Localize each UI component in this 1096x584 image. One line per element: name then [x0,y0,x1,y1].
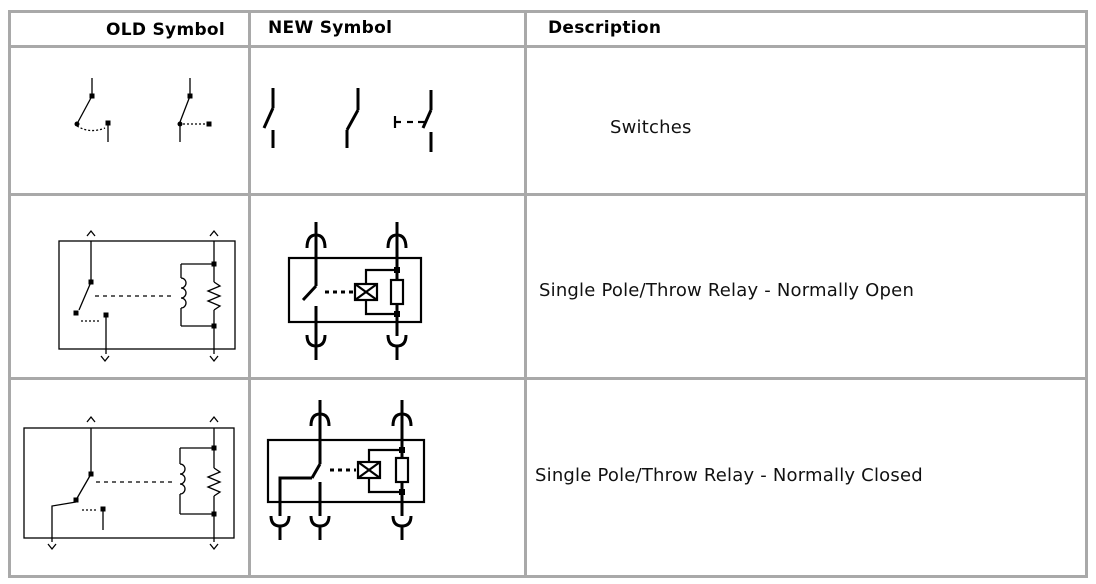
column-divider-2 [524,13,527,575]
new-switch-symbol-1 [262,88,275,148]
new-relay-normally-closed-symbol [266,400,426,540]
description-relay-normally-closed: Single Pole/Throw Relay - Normally Close… [535,465,923,486]
new-switch-symbols [262,88,433,152]
new-relay-normally-open-symbol [287,222,423,360]
old-switch-symbol-1 [74,78,111,142]
header-description: Description [548,18,662,38]
old-relay-normally-closed-symbol [23,415,235,551]
symbol-table [8,10,1088,578]
old-switch-symbols [74,78,212,142]
description-relay-normally-open: Single Pole/Throw Relay - Normally Open [539,280,915,301]
column-divider-1 [248,13,251,575]
row-divider-header [11,45,1085,48]
new-switch-symbol-3 [393,90,433,152]
header-old-symbol: OLD Symbol [106,20,226,40]
old-relay-normally-open-symbol [58,229,236,363]
row-divider-1 [11,193,1085,196]
header-new-symbol: NEW Symbol [268,18,393,38]
description-switches: Switches [610,117,692,138]
new-switch-symbol-2 [345,88,360,148]
old-switch-symbol-2 [177,78,212,142]
row-divider-2 [11,377,1085,380]
